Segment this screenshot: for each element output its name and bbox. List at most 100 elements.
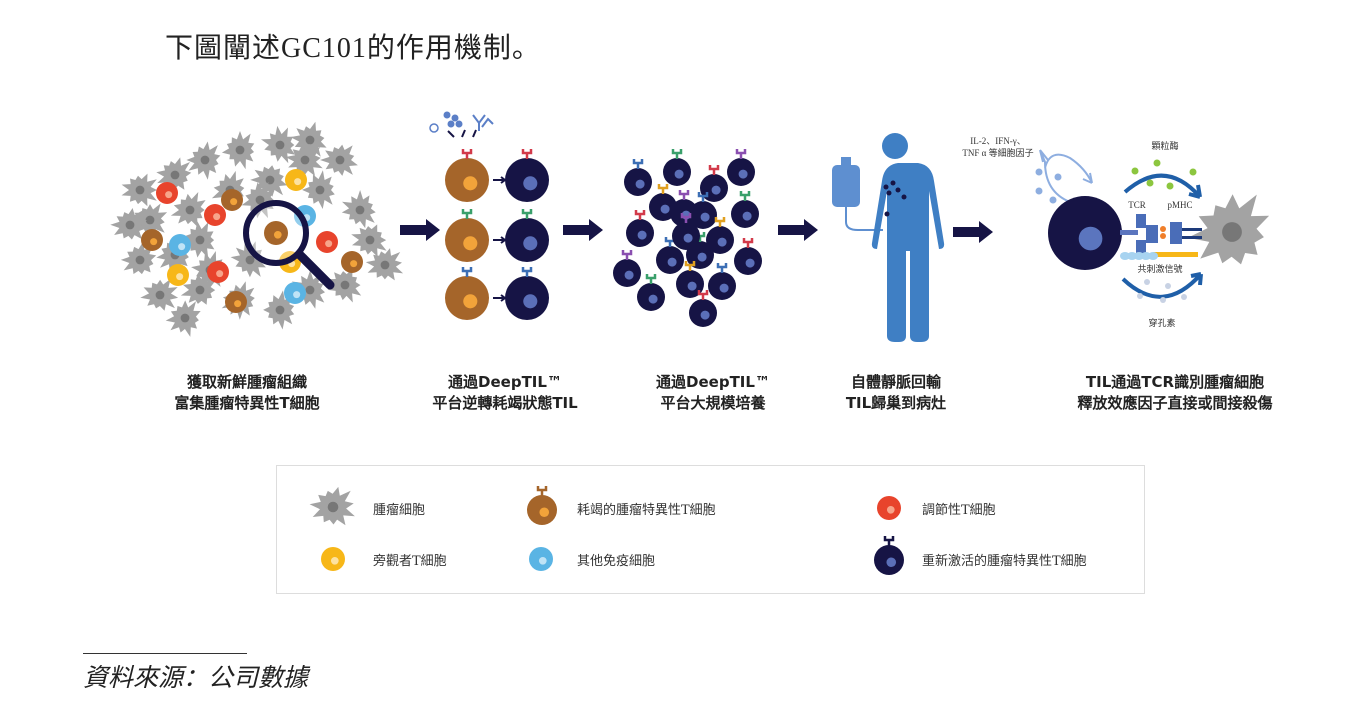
reactivated-t-cell-icon xyxy=(727,158,755,186)
tcr-receptor-icon xyxy=(461,209,473,219)
perforin-arrow-icon xyxy=(1121,272,1203,299)
arrow-icon xyxy=(953,221,993,243)
tcr-label: TCR xyxy=(1128,200,1146,210)
arrow-icon xyxy=(400,219,440,241)
regulatory-t-cell-icon xyxy=(877,496,901,520)
tcr-receptor-icon xyxy=(521,267,533,277)
reactivated-t-cell-icon xyxy=(624,168,652,196)
tumor-cell-icon xyxy=(351,224,387,257)
reactivated-t-cell-icon xyxy=(505,276,549,320)
tcr-receptor-icon xyxy=(735,149,747,159)
tumor-cell-icon xyxy=(165,300,201,337)
small-arrow-icon xyxy=(493,176,507,184)
footnote-divider xyxy=(83,653,247,654)
immune-cell-icon xyxy=(285,169,307,191)
tcr-receptor-icon xyxy=(742,238,754,248)
reactivated-t-cell-icon xyxy=(656,246,684,274)
reactivated-t-cell-icon xyxy=(734,247,762,275)
tcr-receptor-icon xyxy=(632,159,644,169)
reactivated-t-cell-icon xyxy=(1048,196,1122,270)
tumor-cell-icon xyxy=(320,144,358,176)
tcr-receptor-icon xyxy=(634,210,646,220)
perforin-label: 穿孔素 xyxy=(1148,317,1175,328)
tumor-cell-icon xyxy=(140,279,179,311)
immune-cell-icon xyxy=(225,291,247,313)
immune-cell-icon xyxy=(316,231,338,253)
tumor-cell-icon xyxy=(341,190,376,229)
tcr-receptor-icon xyxy=(657,184,669,194)
page-title: 下圖闡述GC101的作用機制。 xyxy=(165,33,541,64)
tumor-cell-icon xyxy=(170,192,206,228)
immune-cell-icon xyxy=(204,204,226,226)
reagents-icon xyxy=(429,111,494,138)
immune-cell-icon xyxy=(284,282,306,304)
tumor-tissue-panel xyxy=(110,121,404,337)
reactivated-t-cell-icon xyxy=(663,158,691,186)
tumor-cell-icon xyxy=(221,131,255,170)
tcr-receptor-icon xyxy=(697,192,709,202)
step-caption-5: TIL通過TCR識別腫瘤細胞釋放效應因子直接或間接殺傷 xyxy=(1077,373,1273,412)
tcr-receptor-icon xyxy=(461,149,473,159)
tcr-receptor-icon xyxy=(536,486,548,496)
tumor-cell-icon xyxy=(121,173,157,207)
exhausted-t-cell-icon xyxy=(527,495,557,525)
immune-cell-icon xyxy=(156,182,178,204)
legend-label-reactivated: 重新激活的腫瘤特異性T細胞 xyxy=(922,554,1087,569)
tumor-cell-icon xyxy=(302,170,335,209)
small-arrow-icon xyxy=(493,236,507,244)
costim-receptor-icon xyxy=(1134,252,1144,260)
reactivated-t-cell-icon xyxy=(672,222,700,250)
reactivated-t-cell-icon xyxy=(708,272,736,300)
costim-receptor-icon xyxy=(1141,252,1151,260)
tumor-cell-icon xyxy=(241,182,275,219)
iv-bag-icon xyxy=(832,157,883,231)
tumor-cell-icon xyxy=(186,141,221,180)
reactivated-t-cell-icon xyxy=(613,259,641,287)
tcr-receptor-icon xyxy=(680,213,692,223)
tcr-receptor-icon xyxy=(645,274,657,284)
step-caption-1: 獲取新鮮腫瘤組織富集腫瘤特異性T細胞 xyxy=(174,373,320,412)
tumor-cell-icon xyxy=(156,157,192,190)
pmhc-label: pMHC xyxy=(1167,200,1192,210)
reactivated-t-cell-icon xyxy=(505,218,549,262)
costim-label: 共刺激信號 xyxy=(1137,263,1182,274)
immune-cell-icon xyxy=(341,251,363,273)
immune-cell-icon xyxy=(207,261,229,283)
infusion-panel xyxy=(832,133,945,342)
costim-receptor-icon xyxy=(1148,252,1158,260)
exhausted-t-cell-icon xyxy=(445,218,489,262)
legend-icons xyxy=(309,486,904,575)
tumor-cell-icon xyxy=(263,290,295,330)
expansion-panel xyxy=(613,149,762,327)
costim-receptor-icon xyxy=(1127,252,1137,260)
tcr-receptor-icon xyxy=(461,267,473,277)
exhausted-t-cell-icon xyxy=(445,276,489,320)
immune-cell-icon xyxy=(221,189,243,211)
immune-cell-icon xyxy=(141,229,163,251)
cytokine-arrow-icon xyxy=(1039,149,1093,203)
source-note: 資料來源：公司數據 xyxy=(83,665,309,692)
tcr-receptor-icon xyxy=(521,209,533,219)
tumor-cell-icon xyxy=(325,268,362,303)
cytokines-label: TNF α 等細胞因子 xyxy=(962,147,1033,158)
tcr-receptor-icon xyxy=(708,165,720,175)
legend-label-tumor: 腫瘤細胞 xyxy=(373,503,426,518)
other-immune-cell-icon xyxy=(529,547,553,571)
immune-cell-icon xyxy=(169,234,191,256)
tcr-pmhc-complex-icon xyxy=(1120,214,1202,254)
granzyme-label: 顆粒酶 xyxy=(1151,140,1178,151)
tumor-cell-icon xyxy=(365,248,404,281)
reactivated-t-cell-icon xyxy=(626,219,654,247)
legend: 腫瘤細胞 耗竭的腫瘤特異性T細胞 調節性T細胞 旁觀者T細胞 其他免疫細胞 重新… xyxy=(276,465,1145,594)
exhausted-t-cell-icon xyxy=(445,158,489,202)
legend-label-bystander: 旁觀者T細胞 xyxy=(373,554,447,569)
reactivated-t-cell-icon xyxy=(649,193,677,221)
tumor-cell-icon xyxy=(110,208,147,240)
granzyme-arrow-icon xyxy=(1123,173,1202,199)
tcr-receptor-icon xyxy=(521,149,533,159)
tumor-cell-icon xyxy=(309,486,355,526)
